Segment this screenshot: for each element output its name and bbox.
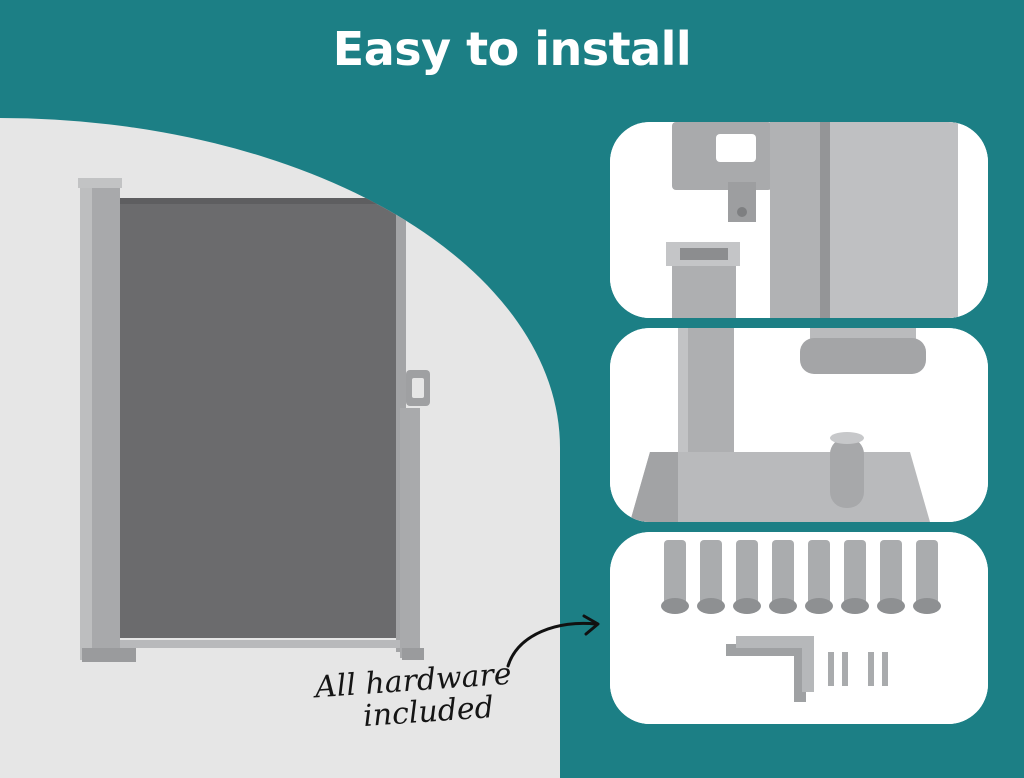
page-title: Easy to install	[332, 22, 692, 76]
detail-card-post-bracket	[610, 122, 988, 318]
detail-card-base-plate	[610, 328, 988, 522]
product-panel	[0, 118, 560, 778]
retractable-screen-illustration	[78, 178, 430, 662]
screen-fabric	[120, 198, 396, 638]
left-post-foot	[82, 648, 136, 662]
curved-arrow-icon	[506, 614, 600, 668]
detail-card-hardware	[610, 532, 988, 724]
